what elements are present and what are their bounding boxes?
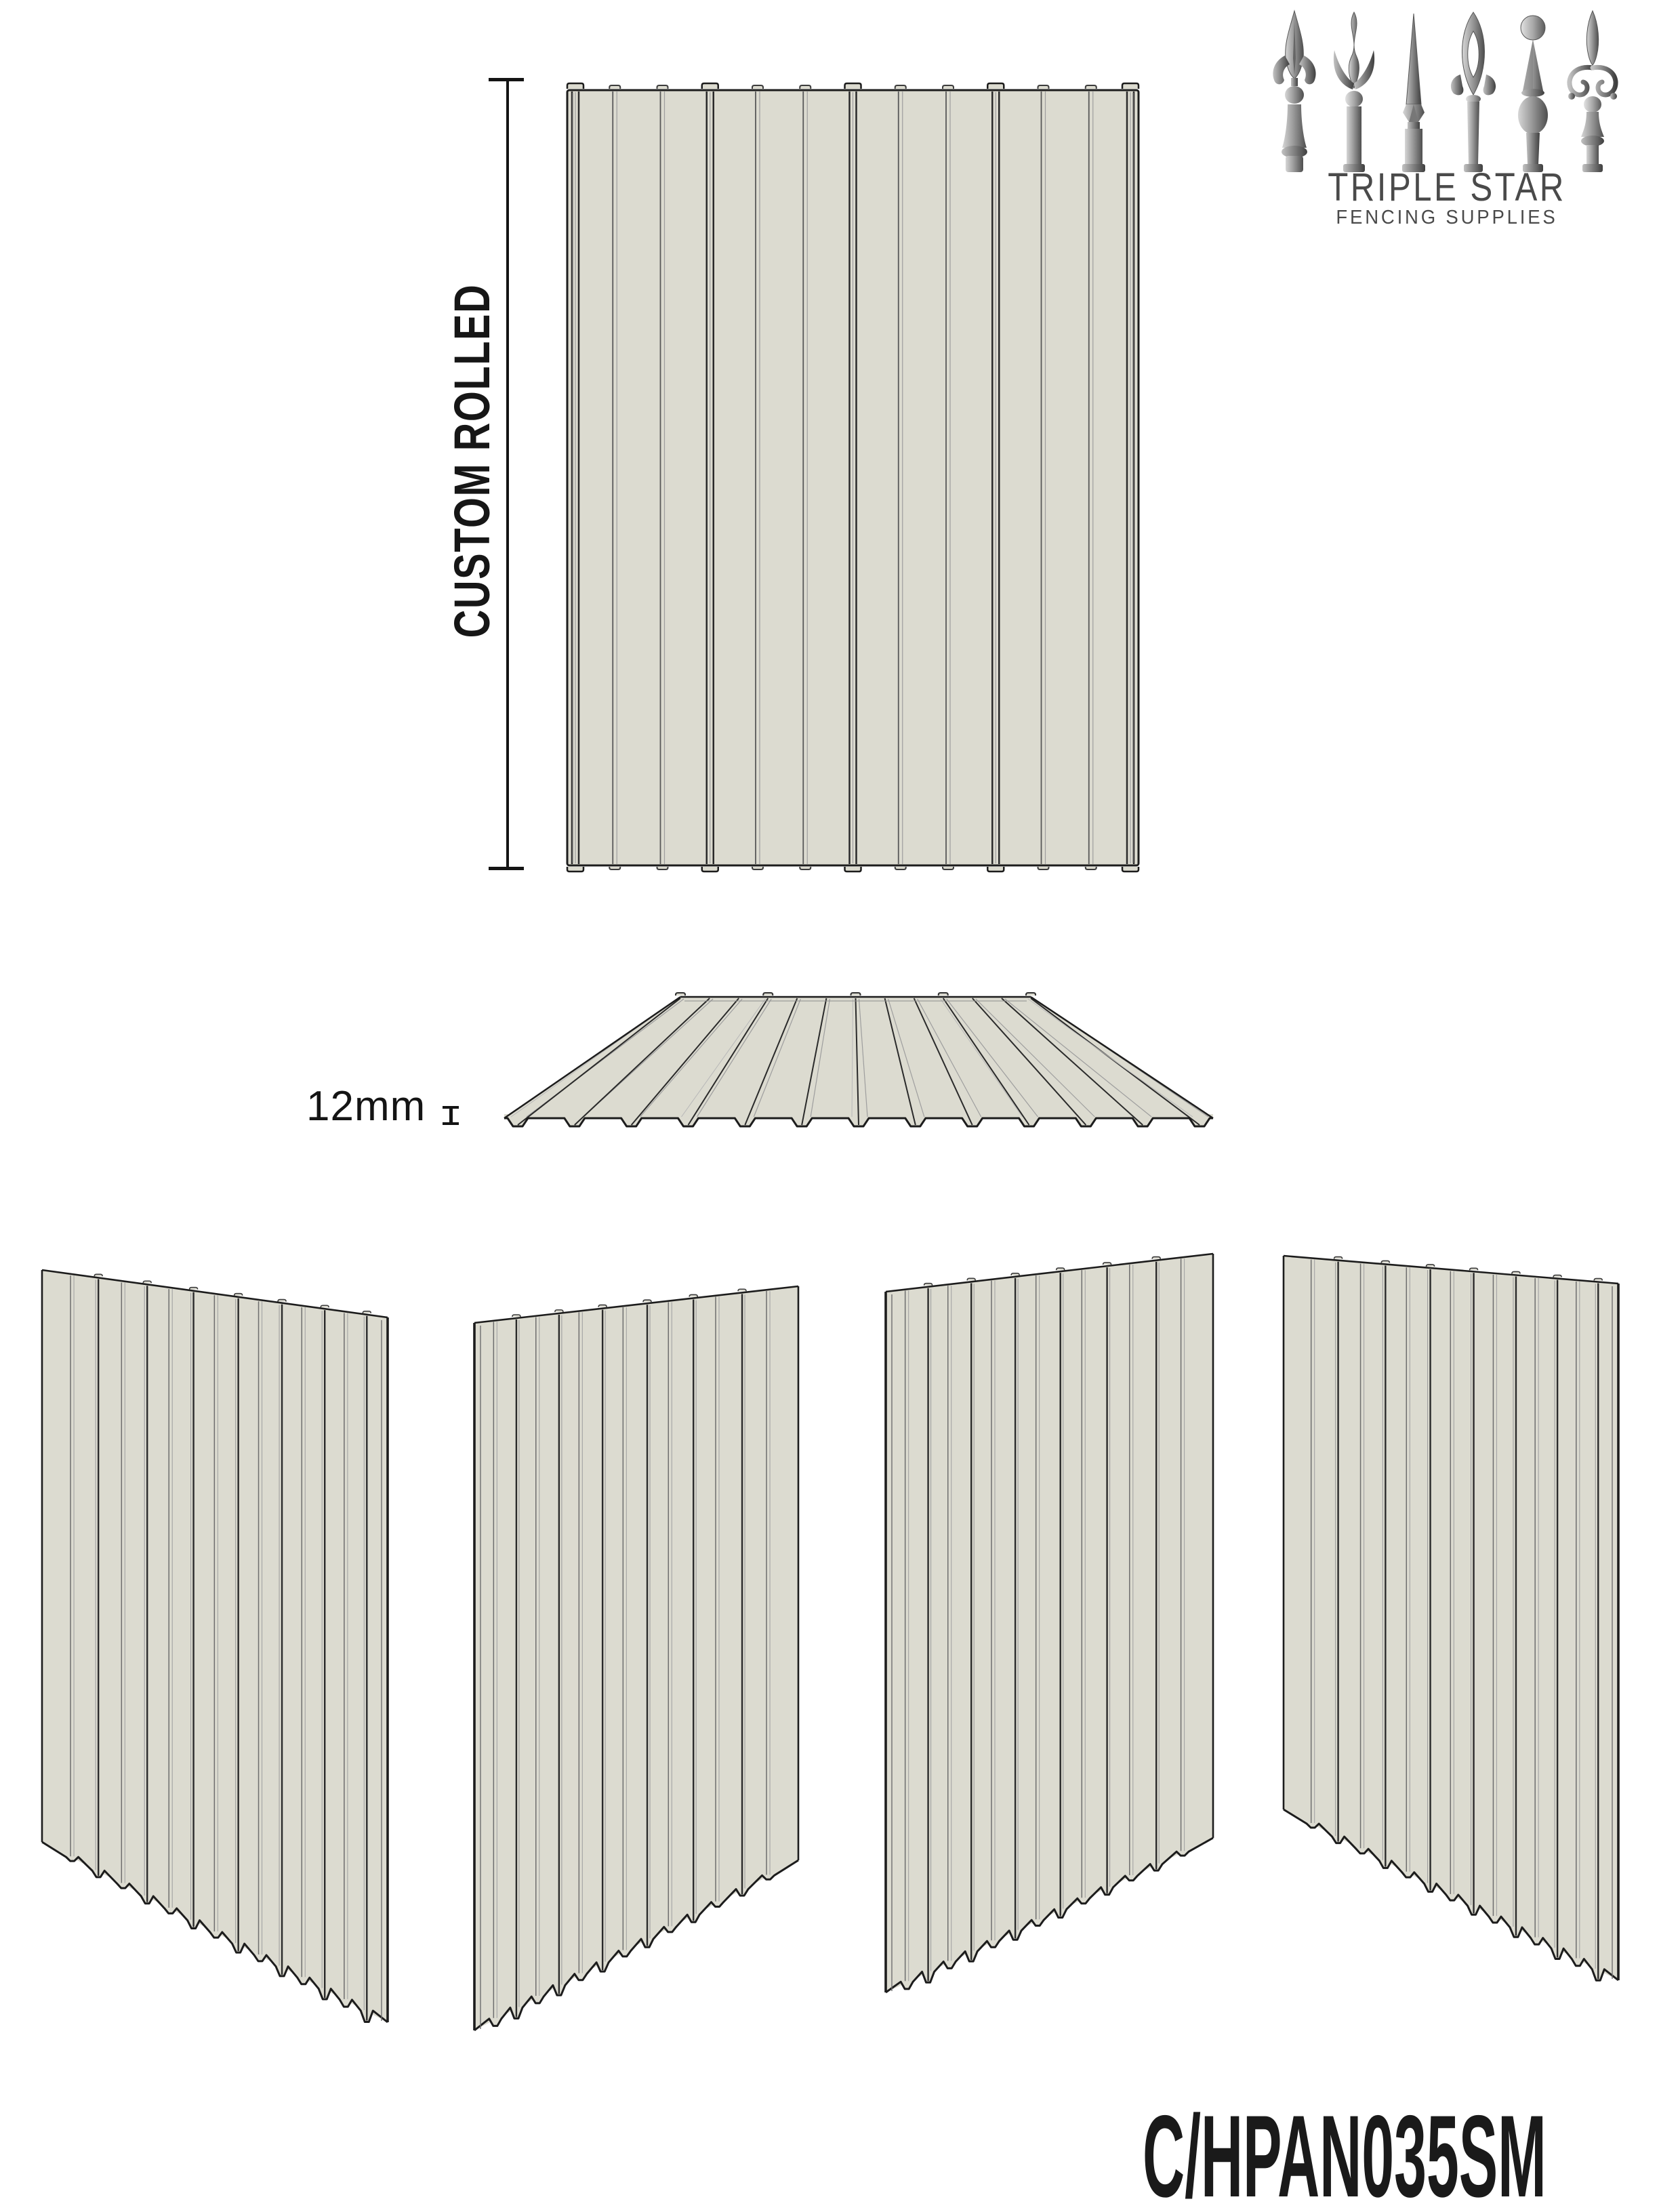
cone-spike-finial — [1402, 13, 1425, 172]
panel-profile-view — [504, 992, 1214, 1128]
thickness-label: 12mm — [306, 1083, 426, 1130]
perspective-panel — [41, 1269, 389, 2024]
ball-top-finial — [1518, 15, 1548, 172]
panel-perspective-views — [41, 1252, 1620, 2032]
logo-brand-text: TRIPLE STAR — [1328, 165, 1566, 209]
length-label: CUSTOM ROLLED — [444, 283, 500, 638]
length-dimension-line — [506, 79, 509, 869]
perspective-panel — [884, 1252, 1214, 1994]
scroll-spear-finial — [1567, 9, 1618, 172]
finials-logo-image — [1273, 9, 1618, 172]
dimension-cap-bottom — [489, 867, 524, 870]
fleur-spear-finial — [1273, 9, 1316, 172]
thickness-dimension-icon — [443, 1106, 459, 1125]
logo-tagline-text: FENCING SUPPLIES — [1336, 207, 1558, 228]
dimension-cap-top — [489, 78, 524, 81]
flame-leaf-finial — [1333, 11, 1375, 172]
perspective-panel — [473, 1285, 800, 2032]
product-code: C/HPAN035SM — [1143, 2091, 1547, 2212]
perspective-panel — [1282, 1254, 1620, 1982]
panel-front-view — [566, 82, 1140, 873]
pierced-spear-finial — [1450, 12, 1496, 172]
